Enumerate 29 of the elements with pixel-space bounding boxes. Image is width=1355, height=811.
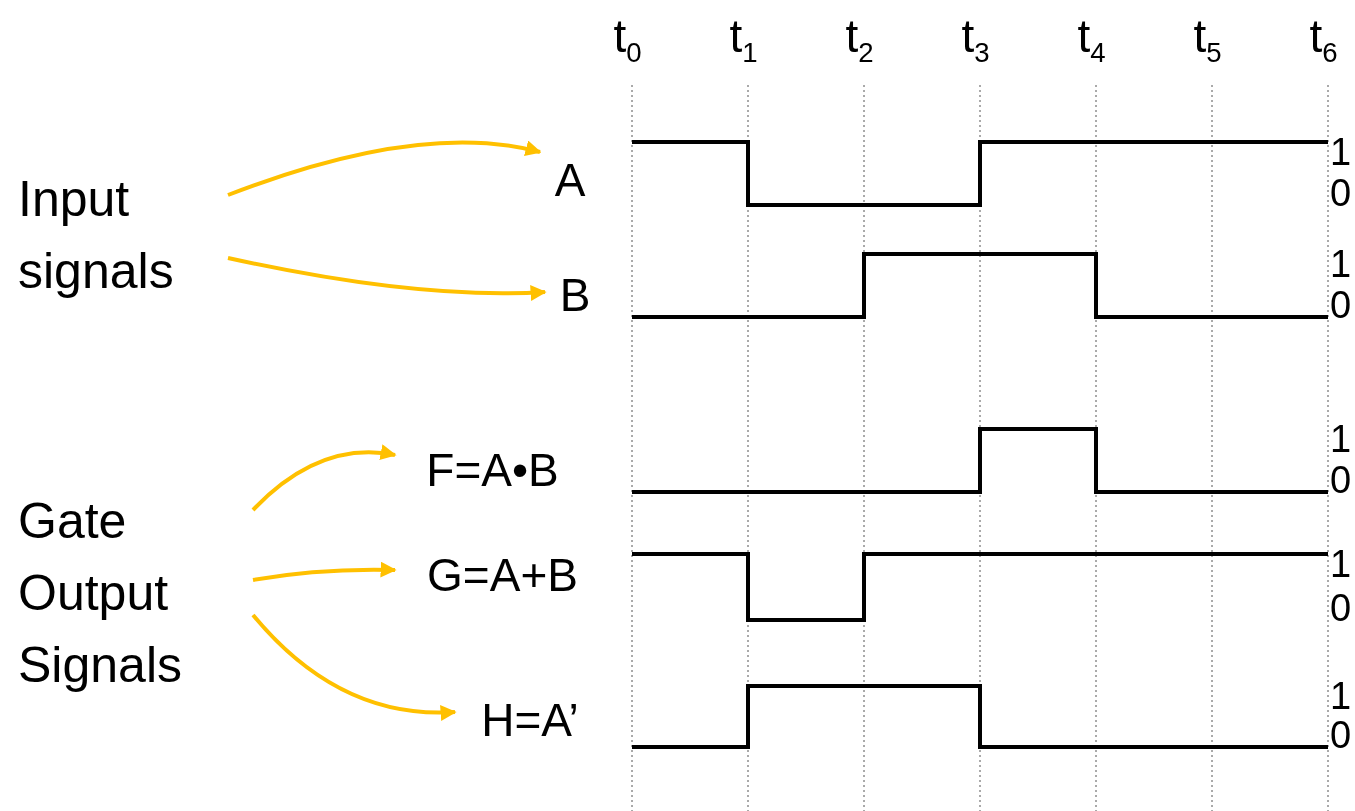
- logic-level-label: 1: [1330, 132, 1352, 172]
- logic-level-label: 0: [1330, 588, 1352, 628]
- signal-name: G=A+B: [427, 548, 578, 603]
- time-label: t$_{1}$: [729, 9, 758, 64]
- signal-group-label: Input signals: [18, 170, 175, 301]
- time-label: t$_{4}$: [1077, 9, 1106, 64]
- time-label: t$_{5}$: [1193, 9, 1222, 64]
- time-label: t$_{6}$: [1309, 9, 1338, 64]
- signal-group-label: Gate Output Signals: [18, 491, 183, 695]
- arrow: [227, 256, 547, 301]
- arrow: [251, 613, 457, 721]
- logic-level-label: 0: [1330, 715, 1352, 755]
- signal-name: F=A•B: [426, 443, 559, 498]
- signal-name: B: [559, 268, 591, 323]
- time-label: t$_{2}$: [845, 9, 874, 64]
- logic-level-label: 1: [1330, 544, 1352, 584]
- logic-level-label: 1: [1330, 676, 1352, 716]
- signal-name: A: [554, 153, 586, 208]
- signal-name: H=A’: [481, 693, 579, 748]
- logic-level-label: 1: [1330, 244, 1352, 284]
- logic-level-label: 0: [1330, 173, 1352, 213]
- time-label: t$_{3}$: [961, 9, 990, 64]
- arrow: [251, 444, 397, 512]
- logic-level-label: 0: [1330, 460, 1352, 500]
- time-label: t$_{0}$: [613, 9, 642, 64]
- logic-level-label: 0: [1330, 285, 1352, 325]
- logic-level-label: 1: [1330, 419, 1352, 459]
- arrow: [227, 140, 542, 197]
- arrow: [252, 561, 397, 582]
